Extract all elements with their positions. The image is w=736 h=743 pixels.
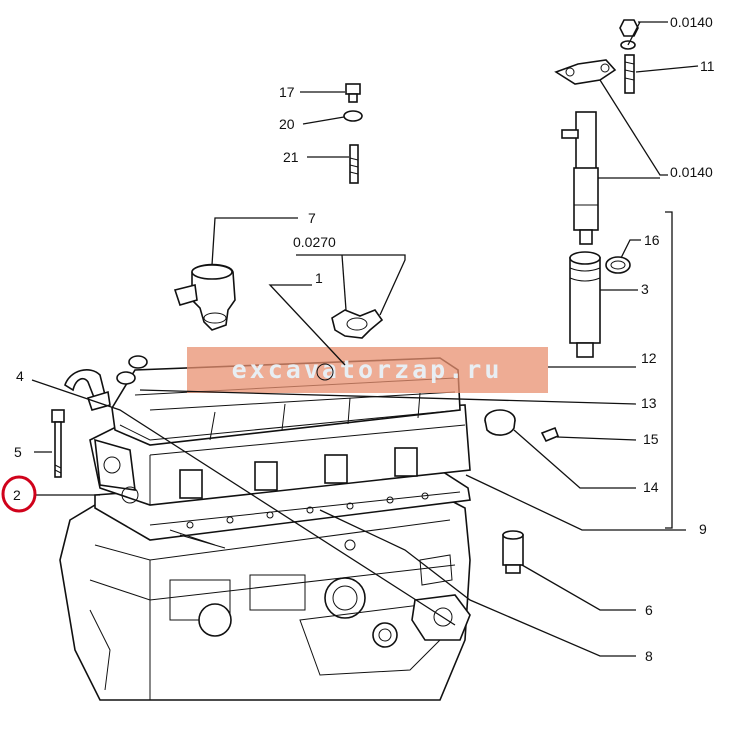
callout-4: 4 xyxy=(16,368,24,384)
callout-7: 7 xyxy=(308,210,316,226)
callout-3: 3 xyxy=(641,281,649,297)
seal-16 xyxy=(605,256,631,274)
washer-nut-17-20 xyxy=(343,83,363,122)
head-bolt xyxy=(51,409,65,478)
callout-0140-injector: 0.0140 xyxy=(670,164,713,180)
callout-17: 17 xyxy=(279,84,295,100)
filler-cap-7 xyxy=(173,263,236,331)
callout-5: 5 xyxy=(14,444,22,460)
callout-16: 16 xyxy=(644,232,660,248)
dowel-6 xyxy=(502,530,524,574)
highlight-circle xyxy=(1,475,37,513)
watermark-band xyxy=(187,347,548,393)
callout-21: 21 xyxy=(283,149,299,165)
callout-11: 11 xyxy=(700,58,715,74)
gasket-0270 xyxy=(331,309,384,339)
callout-20: 20 xyxy=(279,116,295,132)
callout-12: 12 xyxy=(641,350,657,366)
cover-details xyxy=(116,355,334,385)
cup-plug-14 xyxy=(484,409,516,436)
stud-21 xyxy=(349,144,359,184)
callout-9: 9 xyxy=(699,521,707,537)
leader-lines xyxy=(31,21,699,657)
callout-0140-nut: 0.0140 xyxy=(670,14,713,30)
watermark-text: excavatorzap.ru xyxy=(232,355,503,384)
injector-assembly xyxy=(554,19,639,245)
callout-2: 2 xyxy=(13,487,21,503)
engine-block xyxy=(59,494,471,701)
callout-1: 1 xyxy=(315,270,323,286)
callout-15: 15 xyxy=(643,431,659,447)
callout-6: 6 xyxy=(645,602,653,618)
sleeve-3 xyxy=(569,251,601,358)
callout-8: 8 xyxy=(645,648,653,664)
callout-14: 14 xyxy=(643,479,659,495)
plug-15 xyxy=(540,426,560,443)
callout-13: 13 xyxy=(641,395,657,411)
callout-0270: 0.0270 xyxy=(293,234,336,250)
